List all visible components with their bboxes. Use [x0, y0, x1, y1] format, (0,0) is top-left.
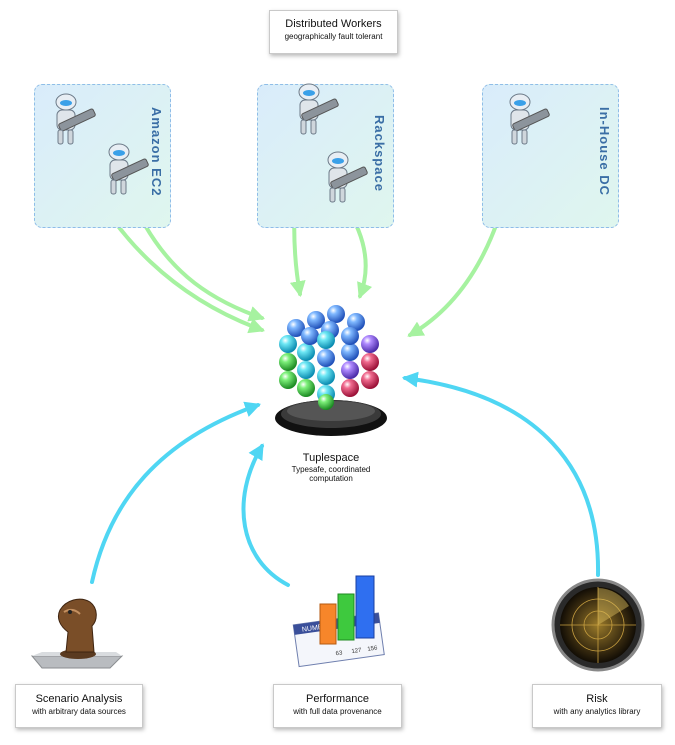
chess-knight-icon [30, 598, 124, 669]
robot-icon [108, 143, 149, 195]
distributed-workers-box: Distributed Workers geographically fault… [269, 10, 398, 54]
robot-icon [327, 151, 368, 203]
distributed-workers-subtitle: geographically fault tolerant [284, 32, 383, 41]
tuplespace-title: Tuplespace [302, 452, 360, 464]
tuplespace-label: Tuplespace Typesafe, coordinated computa… [246, 452, 416, 483]
numbers-value-3: 156 [367, 645, 378, 652]
robot-icon [298, 83, 339, 135]
scenario-analysis-subtitle: with arbitrary data sources [32, 707, 126, 716]
performance-subtitle: with full data provenance [293, 707, 382, 716]
scenario-analysis-box: Scenario Analysis with arbitrary data so… [15, 684, 143, 728]
tuplespace-spheres-icon [275, 305, 387, 436]
robot-icon [55, 93, 96, 145]
consumer-arrow-performance [241, 443, 290, 587]
performance-title: Performance [306, 693, 369, 705]
numbers-value-2: 127 [351, 648, 362, 655]
scenario-analysis-title: Scenario Analysis [35, 693, 123, 705]
consumer-arrow-risk [401, 371, 601, 577]
tuplespace-subtitle-line1: Typesafe, coordinated [291, 465, 371, 474]
numbers-value-1: 63 [335, 650, 343, 657]
risk-title: Risk [586, 693, 608, 705]
risk-subtitle: with any analytics library [553, 707, 641, 716]
radar-icon [551, 578, 645, 672]
tuplespace-subtitle-line2: computation [309, 474, 353, 483]
performance-box: Performance with full data provenance [273, 684, 402, 728]
region-in-house-dc: In-House DC [482, 84, 619, 228]
region-label-rackspace: Rackspace [372, 115, 387, 192]
bar-chart-icon: NUMBERS 63 127 156 [292, 575, 385, 668]
distributed-workers-title: Distributed Workers [285, 18, 382, 30]
region-label-in-house-dc: In-House DC [597, 107, 612, 196]
consumer-arrow-scenario [90, 401, 262, 584]
risk-box: Risk with any analytics library [532, 684, 662, 728]
region-amazon-ec2: Amazon EC2 [34, 84, 171, 228]
robot-icon [509, 93, 550, 145]
region-label-amazon-ec2: Amazon EC2 [149, 107, 164, 197]
